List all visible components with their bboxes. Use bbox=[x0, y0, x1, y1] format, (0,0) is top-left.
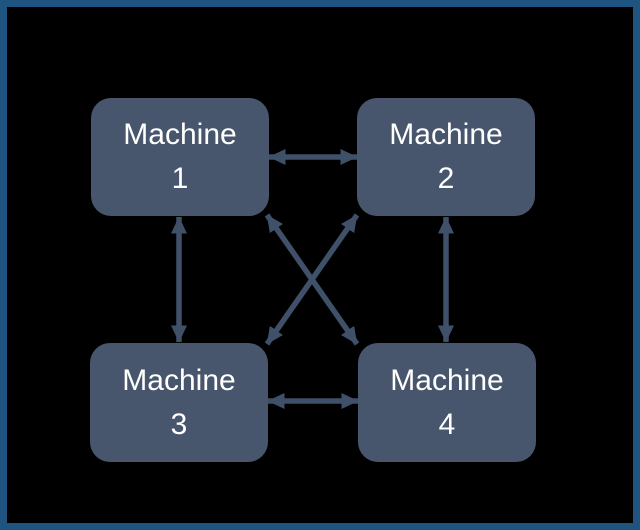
double-arrow-machine-2-machine-3 bbox=[264, 213, 360, 346]
node-label-line: 2 bbox=[437, 162, 455, 195]
node-label-line: Machine bbox=[122, 363, 236, 397]
node-label-line: Machine bbox=[389, 118, 503, 151]
node-machine-3: Machine 3 bbox=[90, 343, 268, 462]
node-machine-1: Machine 1 bbox=[91, 98, 269, 216]
node-label-line: Machine bbox=[390, 363, 504, 397]
node-machine-2: Machine 2 bbox=[357, 98, 535, 216]
node-label-line: 1 bbox=[171, 162, 189, 195]
node-label-line: 4 bbox=[438, 407, 456, 441]
node-label-line: Machine bbox=[123, 118, 237, 151]
node-label-line: 3 bbox=[170, 407, 188, 441]
node-machine-4: Machine 4 bbox=[358, 343, 536, 462]
